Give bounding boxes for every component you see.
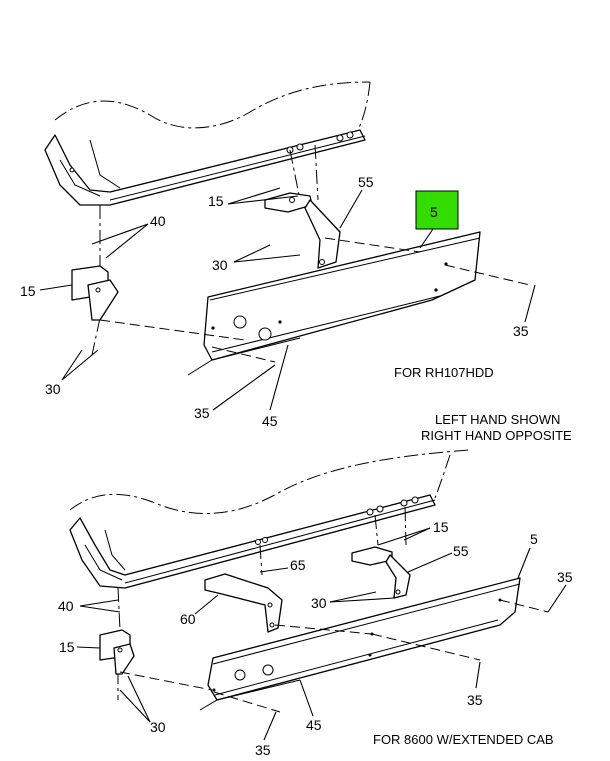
bottom-cab-phantom bbox=[69, 449, 471, 514]
top-label-35-bottom: 35 bbox=[194, 405, 210, 421]
top-bracket-left-arm bbox=[87, 279, 119, 321]
bottom-assembly bbox=[69, 449, 549, 713]
bottom-cab-sill bbox=[69, 494, 436, 589]
bottom-label-15-right: 15 bbox=[433, 519, 449, 535]
top-label-30-mid: 30 bbox=[212, 257, 228, 273]
bottom-label-15-left: 15 bbox=[59, 639, 75, 655]
top-cab-phantom-2 bbox=[357, 81, 371, 131]
bottom-label-55: 55 bbox=[453, 543, 469, 559]
top-leaders bbox=[39, 187, 536, 411]
top-assembly bbox=[44, 81, 531, 376]
top-cab-sill bbox=[44, 129, 366, 206]
top-label-5: 5 bbox=[430, 204, 438, 220]
bottom-label-35-right: 35 bbox=[557, 569, 573, 585]
top-label-30-bottom: 30 bbox=[45, 381, 61, 397]
bottom-bracket-left-arm bbox=[113, 643, 135, 675]
bottom-label-35-mid: 35 bbox=[467, 692, 483, 708]
top-step-panel bbox=[203, 231, 481, 361]
bottom-label-30-bottom: 30 bbox=[150, 719, 166, 735]
top-label-15-left: 15 bbox=[20, 283, 36, 299]
top-label-55: 55 bbox=[358, 174, 374, 190]
bottom-label-65: 65 bbox=[290, 557, 306, 573]
bottom-step-panel bbox=[207, 577, 521, 701]
top-label-15-bracket: 15 bbox=[208, 193, 224, 209]
bottom-label-45: 45 bbox=[306, 717, 322, 733]
bottom-label-5: 5 bbox=[530, 531, 538, 547]
top-label-35-right: 35 bbox=[513, 323, 529, 339]
bottom-label-60: 60 bbox=[180, 611, 196, 627]
bottom-label-40: 40 bbox=[58, 598, 74, 614]
note-line-2: RIGHT HAND OPPOSITE bbox=[421, 428, 572, 443]
top-label-40: 40 bbox=[150, 213, 166, 229]
top-label-45: 45 bbox=[262, 413, 278, 429]
note-line-1: LEFT HAND SHOWN bbox=[435, 412, 560, 427]
top-bracket-55 bbox=[304, 199, 341, 269]
item-5-highlight-box[interactable] bbox=[415, 190, 459, 230]
bottom-caption: FOR 8600 W/EXTENDED CAB bbox=[373, 732, 554, 747]
bottom-leaders bbox=[76, 527, 567, 741]
top-caption: FOR RH107HDD bbox=[394, 365, 494, 380]
top-cab-phantom bbox=[54, 81, 371, 129]
bottom-bracket-60 bbox=[204, 573, 283, 633]
bottom-label-30-mid: 30 bbox=[311, 595, 327, 611]
bottom-label-35-bottom: 35 bbox=[255, 742, 271, 758]
